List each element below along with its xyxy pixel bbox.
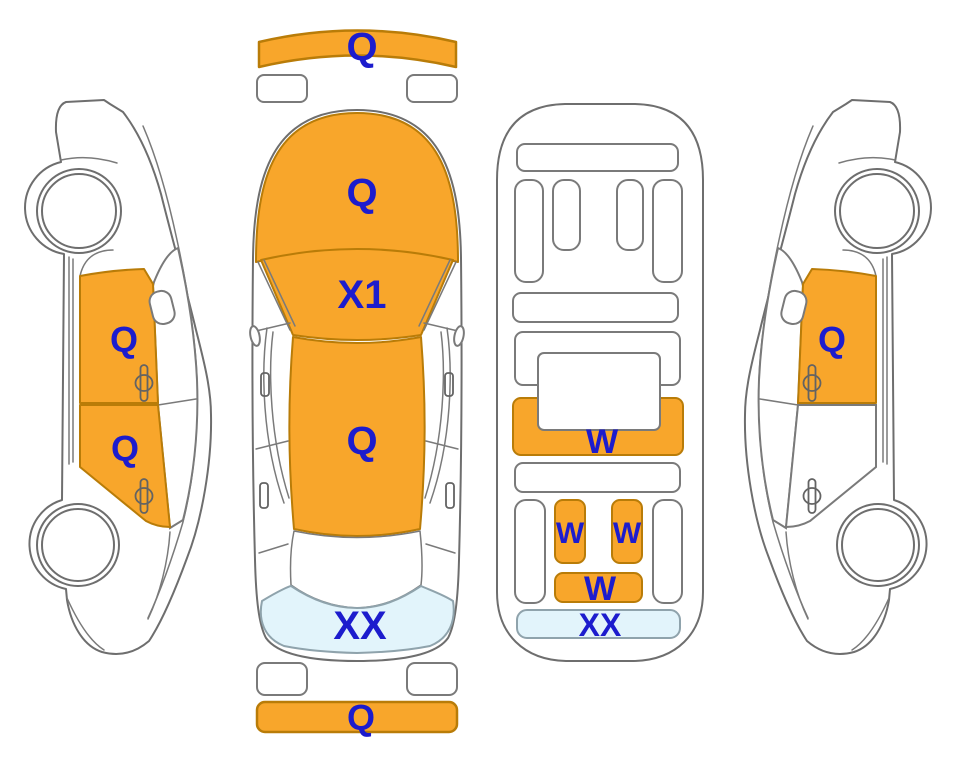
left-front-door-handle [139, 364, 149, 402]
mirror-right-top [453, 325, 465, 347]
headlight-right [406, 74, 458, 103]
apillar-line-right-1 [423, 261, 457, 331]
left-rear-door-handle [139, 478, 149, 514]
rear-window-code: XX [333, 604, 387, 648]
left-mirror [148, 289, 176, 326]
rear-rail-right-panel [611, 499, 643, 564]
door-seam-right [425, 440, 459, 450]
front-floor-crossmember [512, 292, 679, 323]
front-rail-outer-left [514, 179, 544, 283]
left-nose-line [60, 156, 118, 164]
headlight-left [256, 74, 308, 103]
quarter-seam-right [425, 543, 456, 554]
left-front-wheel-inner [41, 173, 117, 249]
beltline-left-1 [263, 327, 285, 504]
rear-end-panel [516, 609, 681, 639]
left-front-door-handle-grip [134, 374, 154, 392]
beltline-right-1 [429, 327, 451, 504]
mirror-left-top [249, 325, 261, 347]
left-rear-door-handle-grip [134, 487, 154, 505]
right-quarter-line [785, 531, 809, 620]
rear-rail-left-panel [554, 499, 586, 564]
trunk-rear-panel [259, 585, 455, 654]
right-mirror [780, 289, 808, 326]
floor-pan-view: W W W W XX [496, 103, 704, 662]
taillight-right [406, 662, 458, 696]
left-rear-wheel-inner [41, 508, 115, 582]
rear-crossmember-panel [554, 572, 643, 603]
top-down-view: Q Q X1 Q XX Q [249, 25, 465, 738]
door-seam-left [255, 440, 289, 450]
taillight-left [256, 662, 308, 696]
windshield-code: X1 [338, 273, 387, 317]
top-handle-front-left [260, 372, 270, 397]
apillar-line-right-2 [418, 259, 451, 327]
front-bumper-panel [257, 29, 458, 69]
beltline-right-2 [424, 331, 445, 499]
right-front-door-code: Q [818, 319, 846, 360]
right-rear-door-handle [807, 478, 817, 514]
left-side-view: Q Q [24, 99, 213, 655]
left-quarter-line [147, 531, 171, 620]
top-handle-rear-left [259, 482, 269, 509]
fender-seam-right [423, 322, 459, 332]
right-front-door-handle [807, 364, 817, 402]
right-nose-line [838, 156, 896, 164]
rear-rail-left-code: W [556, 517, 585, 550]
rear-bumper-panel [255, 700, 459, 734]
front-rail-outer-right [652, 179, 683, 283]
floor-crossmember-code: W [586, 423, 619, 461]
rear-crossmember-code: W [584, 570, 617, 608]
beltline-left-2 [269, 331, 290, 499]
right-rear-door-handle-grip [802, 487, 822, 505]
tunnel-cover-box [537, 352, 661, 431]
roof-panel [288, 336, 426, 537]
roof-code: Q [346, 419, 377, 463]
front-bumper-code: Q [346, 25, 377, 69]
right-fender-line [842, 249, 877, 277]
right-front-wheel-inner [839, 173, 915, 249]
rear-rail-outer-left [514, 499, 546, 604]
windshield-panel [260, 248, 454, 341]
left-front-door-panel [79, 268, 159, 404]
right-side-view [743, 99, 932, 655]
left-front-door-code: Q [110, 319, 138, 360]
rear-end-panel-code: XX [579, 607, 622, 643]
left-rear-door-code: Q [111, 428, 139, 469]
rear-bumper-code: Q [347, 697, 375, 738]
dash-crossmember [516, 143, 679, 172]
quarter-seam-left [258, 543, 289, 554]
left-fender-line [79, 249, 114, 277]
rear-rail-outer-right [652, 499, 683, 604]
apillar-line-left-2 [263, 259, 296, 327]
right-front-door-handle-grip [802, 374, 822, 392]
left-tail-line [66, 597, 105, 651]
front-rail-inner-right [616, 179, 644, 251]
rear-seat-crossmember [514, 462, 681, 493]
front-rail-inner-left [552, 179, 581, 251]
apillar-line-left-1 [257, 261, 291, 331]
top-handle-front-right [444, 372, 454, 397]
left-bpillar-line [157, 398, 197, 406]
top-handle-rear-right [445, 482, 455, 509]
fender-seam-left [255, 322, 291, 332]
rear-rail-right-code: W [613, 517, 642, 550]
right-front-door-panel [797, 268, 877, 404]
hood-code: Q [346, 171, 377, 215]
right-rear-wheel-inner [841, 508, 915, 582]
right-bpillar-line [759, 398, 799, 406]
right-tail-line [851, 597, 890, 651]
